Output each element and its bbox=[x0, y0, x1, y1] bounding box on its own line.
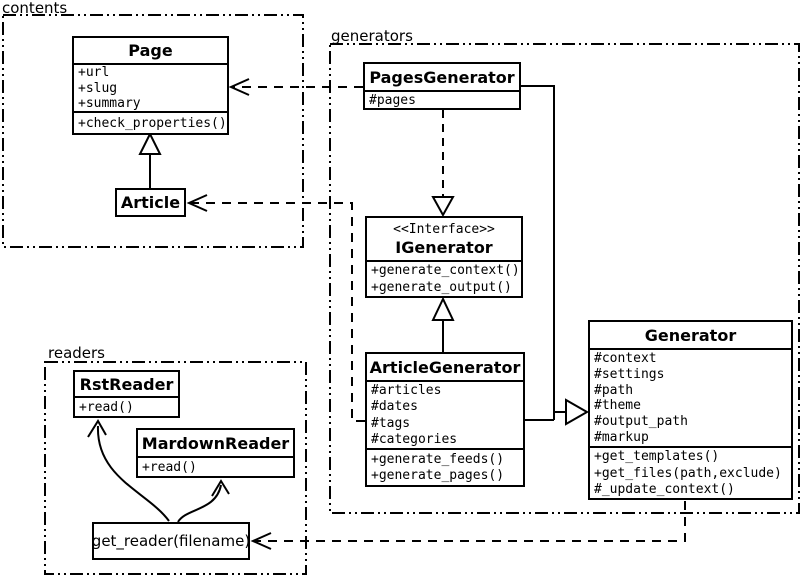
class-box-mardownreader: MardownReader +read() bbox=[136, 428, 295, 478]
class-title-page: Page bbox=[128, 41, 173, 60]
pagesgenerator-attr-pages: #pages bbox=[369, 92, 416, 108]
generator-attr-path: #path bbox=[594, 382, 634, 398]
generator-attr-output-path: #output_path bbox=[594, 414, 688, 430]
page-methods: +check_properties() bbox=[74, 111, 227, 133]
readers-package-border bbox=[44, 361, 307, 575]
generator-attr-theme: #theme bbox=[594, 398, 641, 414]
class-box-generator: Generator #context #settings #path #them… bbox=[588, 320, 793, 500]
articlegenerator-method-generate-pages: +generate_pages() bbox=[371, 468, 505, 484]
igenerator-methods: +generate_context() +generate_output() bbox=[367, 260, 521, 296]
generator-method-update-context: #_update_context() bbox=[594, 481, 735, 497]
dependency-arrowhead-page bbox=[228, 78, 250, 96]
class-box-rstreader: RstReader +read() bbox=[73, 370, 180, 418]
class-box-articlegenerator: ArticleGenerator #articles #dates #tags … bbox=[365, 352, 525, 487]
realization-triangle-pagesgenerator-igenerator bbox=[431, 196, 455, 218]
curve-line-getreader-rstreader bbox=[96, 425, 170, 522]
page-attr-url: +url bbox=[78, 65, 110, 81]
generator-method-get-templates: +get_templates() bbox=[594, 449, 720, 465]
igenerator-stereotype: <<Interface>> bbox=[393, 222, 495, 237]
inheritance-triangle-article-page bbox=[138, 131, 162, 155]
inheritance-triangle-generator bbox=[565, 398, 590, 426]
igenerator-method-generate-context: +generate_context() bbox=[371, 263, 520, 279]
dependency-arrowhead-getreader bbox=[250, 532, 272, 550]
class-title-mardownreader: MardownReader bbox=[141, 433, 290, 453]
curve-arrowhead-rstreader bbox=[87, 419, 107, 438]
class-title-articlegenerator: ArticleGenerator bbox=[369, 357, 521, 377]
readers-package-label: readers bbox=[48, 344, 105, 362]
class-title-rstreader: RstReader bbox=[79, 374, 174, 394]
generators-package-label: generators bbox=[331, 27, 413, 45]
contents-package-border bbox=[2, 14, 304, 248]
page-attr-summary: +summary bbox=[78, 95, 141, 111]
pagesgenerator-attributes: #pages bbox=[365, 90, 519, 108]
get-reader-label: get_reader(filename) bbox=[91, 532, 251, 550]
articlegenerator-methods: +generate_feeds() +generate_pages() bbox=[367, 448, 523, 485]
class-title-igenerator: <<Interface>> IGenerator bbox=[367, 218, 521, 260]
rstreader-methods: +read() bbox=[75, 396, 178, 416]
igenerator-name: IGenerator bbox=[395, 238, 493, 257]
class-title-generator: Generator bbox=[644, 325, 737, 345]
generator-attr-context: #context bbox=[594, 350, 657, 366]
articlegenerator-attr-dates: #dates bbox=[371, 399, 418, 415]
inheritance-triangle-articlegenerator-igenerator bbox=[431, 296, 455, 321]
contents-package-label: contents bbox=[2, 0, 68, 17]
page-attributes: +url +slug +summary bbox=[74, 63, 227, 111]
articlegenerator-method-generate-feeds: +generate_feeds() bbox=[371, 451, 505, 467]
articlegenerator-attributes: #articles #dates #tags #categories bbox=[367, 380, 523, 448]
curve-line-getreader-mardownreader bbox=[177, 484, 222, 523]
articlegenerator-attr-articles: #articles bbox=[371, 383, 442, 399]
articlegenerator-attr-tags: #tags bbox=[371, 415, 411, 431]
dependency-line-generator-getreader bbox=[255, 501, 686, 542]
generator-method-get-files: +get_files(path,exclude) bbox=[594, 465, 782, 481]
dependency-arrowhead-article bbox=[186, 194, 208, 212]
mardownreader-methods: +read() bbox=[138, 456, 293, 476]
articlegenerator-attr-categories: #categories bbox=[371, 431, 458, 447]
generator-attributes: #context #settings #path #theme #output_… bbox=[590, 348, 791, 446]
generator-attr-settings: #settings bbox=[594, 366, 665, 382]
page-method-check-properties: +check_properties() bbox=[78, 115, 227, 131]
class-box-pagesgenerator: PagesGenerator #pages bbox=[363, 62, 521, 110]
rstreader-method-read: +read() bbox=[79, 399, 134, 415]
generators-package-border bbox=[329, 43, 800, 514]
igenerator-method-generate-output: +generate_output() bbox=[371, 279, 512, 295]
dependency-line-articlegenerator-article bbox=[191, 202, 365, 422]
class-box-page: Page +url +slug +summary +check_properti… bbox=[72, 36, 229, 135]
class-title-article: Article bbox=[120, 193, 181, 212]
page-attr-slug: +slug bbox=[78, 80, 118, 96]
inheritance-line-pagesgenerator-generator bbox=[521, 85, 555, 420]
class-box-igenerator: <<Interface>> IGenerator +generate_conte… bbox=[365, 216, 523, 298]
box-get-reader: get_reader(filename) bbox=[92, 522, 250, 560]
class-title-pagesgenerator: PagesGenerator bbox=[369, 67, 515, 87]
mardownreader-method-read: +read() bbox=[142, 459, 197, 475]
generator-methods: +get_templates() +get_files(path,exclude… bbox=[590, 446, 791, 498]
class-box-article: Article bbox=[115, 188, 186, 217]
generator-attr-markup: #markup bbox=[594, 430, 649, 446]
curve-arrowhead-mardownreader bbox=[211, 479, 230, 497]
